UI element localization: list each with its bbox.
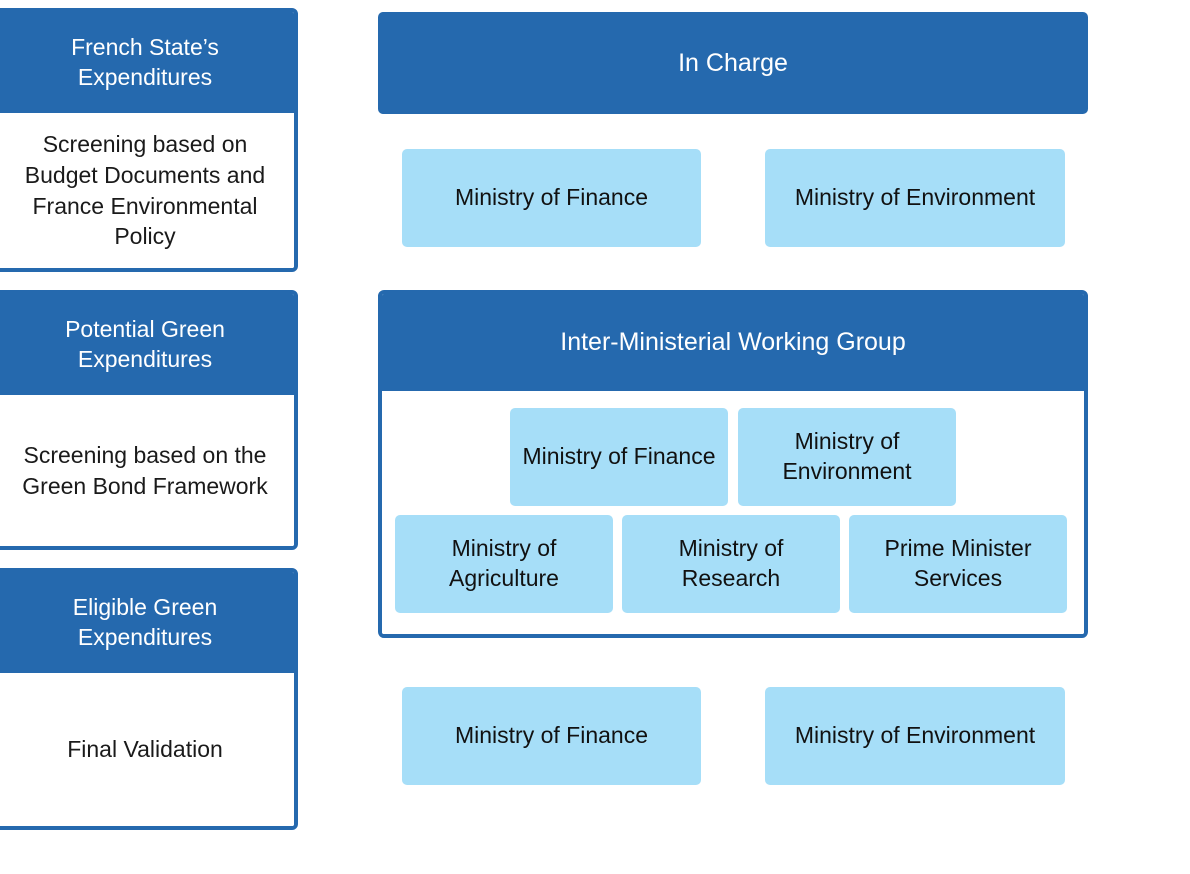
- in-charge-entity-ministry-of-environment: Ministry of Environment: [765, 149, 1065, 247]
- working-group-member-prime-minister-services: Prime Minister Services: [849, 515, 1067, 613]
- working-group-member-ministry-of-research: Ministry of Research: [622, 515, 840, 613]
- stage-card-description: Final Validation: [0, 673, 294, 826]
- final-validation-entity-ministry-of-finance: Ministry of Finance: [402, 687, 701, 785]
- working-group-member-ministry-of-finance: Ministry of Finance: [510, 408, 728, 506]
- stage-card-title: Eligible Green Expenditures: [0, 572, 294, 673]
- stage-card-description: Screening based on the Green Bond Framew…: [0, 395, 294, 546]
- working-group-banner: Inter-Ministerial Working Group: [382, 294, 1084, 391]
- stage-card-title: French State’s Expenditures: [0, 12, 294, 113]
- working-group-members: Ministry of Finance Ministry of Environm…: [382, 391, 1084, 634]
- stage-card-french-state-expenditures: French State’s Expenditures Screening ba…: [0, 8, 298, 272]
- inter-ministerial-working-group-panel: Inter-Ministerial Working Group Ministry…: [378, 290, 1088, 638]
- in-charge-entity-ministry-of-finance: Ministry of Finance: [402, 149, 701, 247]
- working-group-member-ministry-of-environment: Ministry of Environment: [738, 408, 956, 506]
- stage-card-description: Screening based on Budget Documents and …: [0, 113, 294, 268]
- in-charge-banner: In Charge: [378, 12, 1088, 114]
- stage-card-title: Potential Green Expenditures: [0, 294, 294, 395]
- working-group-member-ministry-of-agriculture: Ministry of Agriculture: [395, 515, 613, 613]
- stage-card-potential-green-expenditures: Potential Green Expenditures Screening b…: [0, 290, 298, 550]
- stage-card-eligible-green-expenditures: Eligible Green Expenditures Final Valida…: [0, 568, 298, 830]
- final-validation-entity-ministry-of-environment: Ministry of Environment: [765, 687, 1065, 785]
